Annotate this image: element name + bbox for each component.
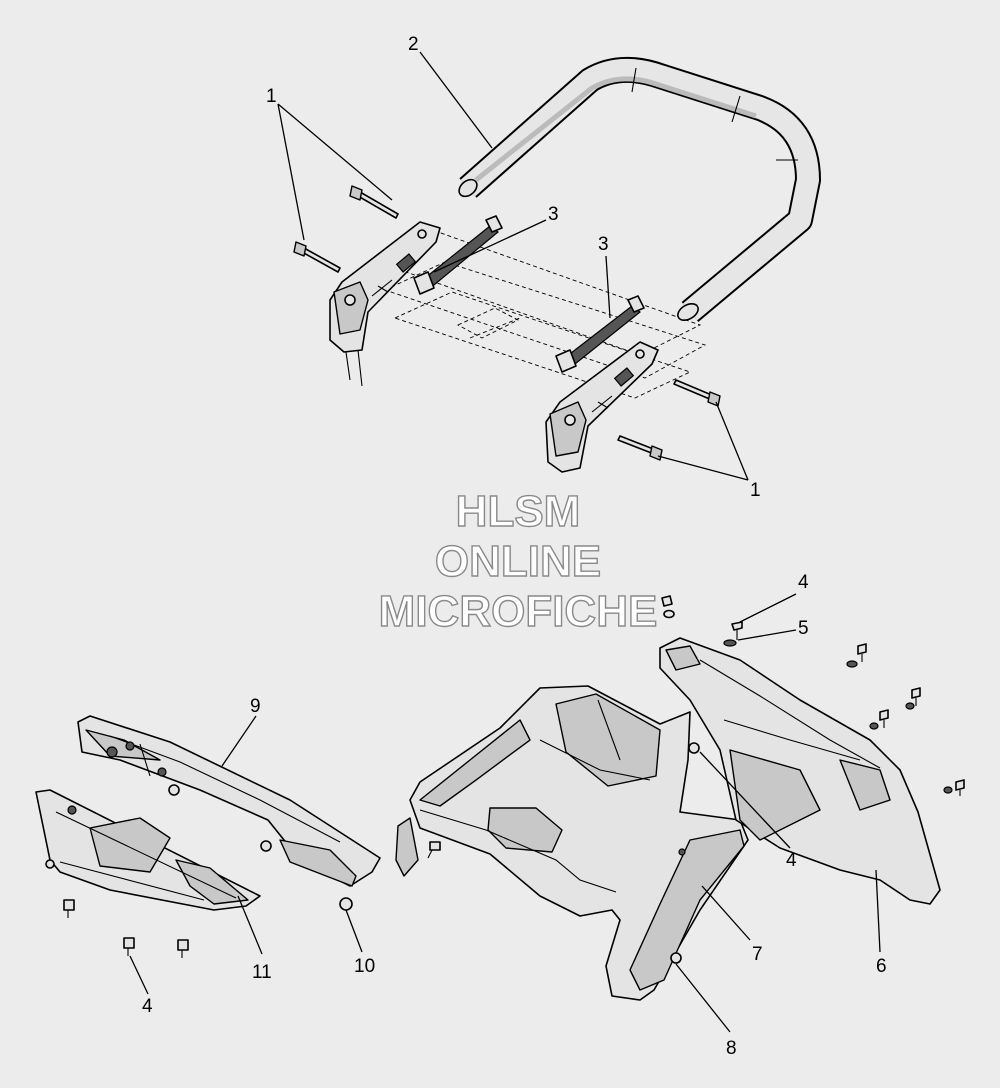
side-panel-9 <box>77 715 381 887</box>
callout-4-top: 4 <box>798 572 809 593</box>
callout-3-right: 3 <box>598 234 609 255</box>
bolt <box>673 379 721 407</box>
callouts: 1 2 3 3 1 4 5 9 4 7 6 10 11 4 8 <box>142 34 887 1059</box>
fasteners <box>45 595 965 964</box>
callout-10: 10 <box>354 956 375 977</box>
callout-2: 2 <box>408 34 419 55</box>
side-panel-6 <box>659 637 941 905</box>
watermark-line-3: MICROFICHE <box>379 587 658 636</box>
callout-11: 11 <box>252 962 272 983</box>
bolt <box>617 435 663 461</box>
roll-bar-assembly <box>293 56 821 473</box>
watermark-line-1: HLSM <box>456 487 581 536</box>
strap-left <box>413 215 503 295</box>
right-roll-bar-bracket <box>545 341 659 473</box>
side-panel-11 <box>35 789 261 911</box>
callout-8: 8 <box>726 1038 737 1059</box>
callout-1-bottom: 1 <box>750 480 761 501</box>
watermark-line-2: ONLINE <box>435 537 601 586</box>
bolt <box>349 185 399 219</box>
callout-3-left: 3 <box>548 204 559 225</box>
rear-fender-body <box>395 685 749 1001</box>
leader-lines <box>129 51 881 1033</box>
callout-1-top: 1 <box>266 86 277 107</box>
left-roll-bar-bracket <box>329 221 441 387</box>
callout-9: 9 <box>250 696 261 717</box>
callout-6: 6 <box>876 956 887 977</box>
bolt <box>293 241 341 273</box>
phantom-frame-outline <box>376 231 707 399</box>
callout-4-center: 4 <box>786 850 797 871</box>
callout-4-bottom: 4 <box>142 996 153 1017</box>
roll-bar-tube <box>458 56 821 322</box>
callout-7: 7 <box>752 944 763 965</box>
strap-right <box>555 295 645 373</box>
callout-5: 5 <box>798 618 809 639</box>
watermark: HLSM ONLINE MICROFICHE <box>378 486 658 636</box>
